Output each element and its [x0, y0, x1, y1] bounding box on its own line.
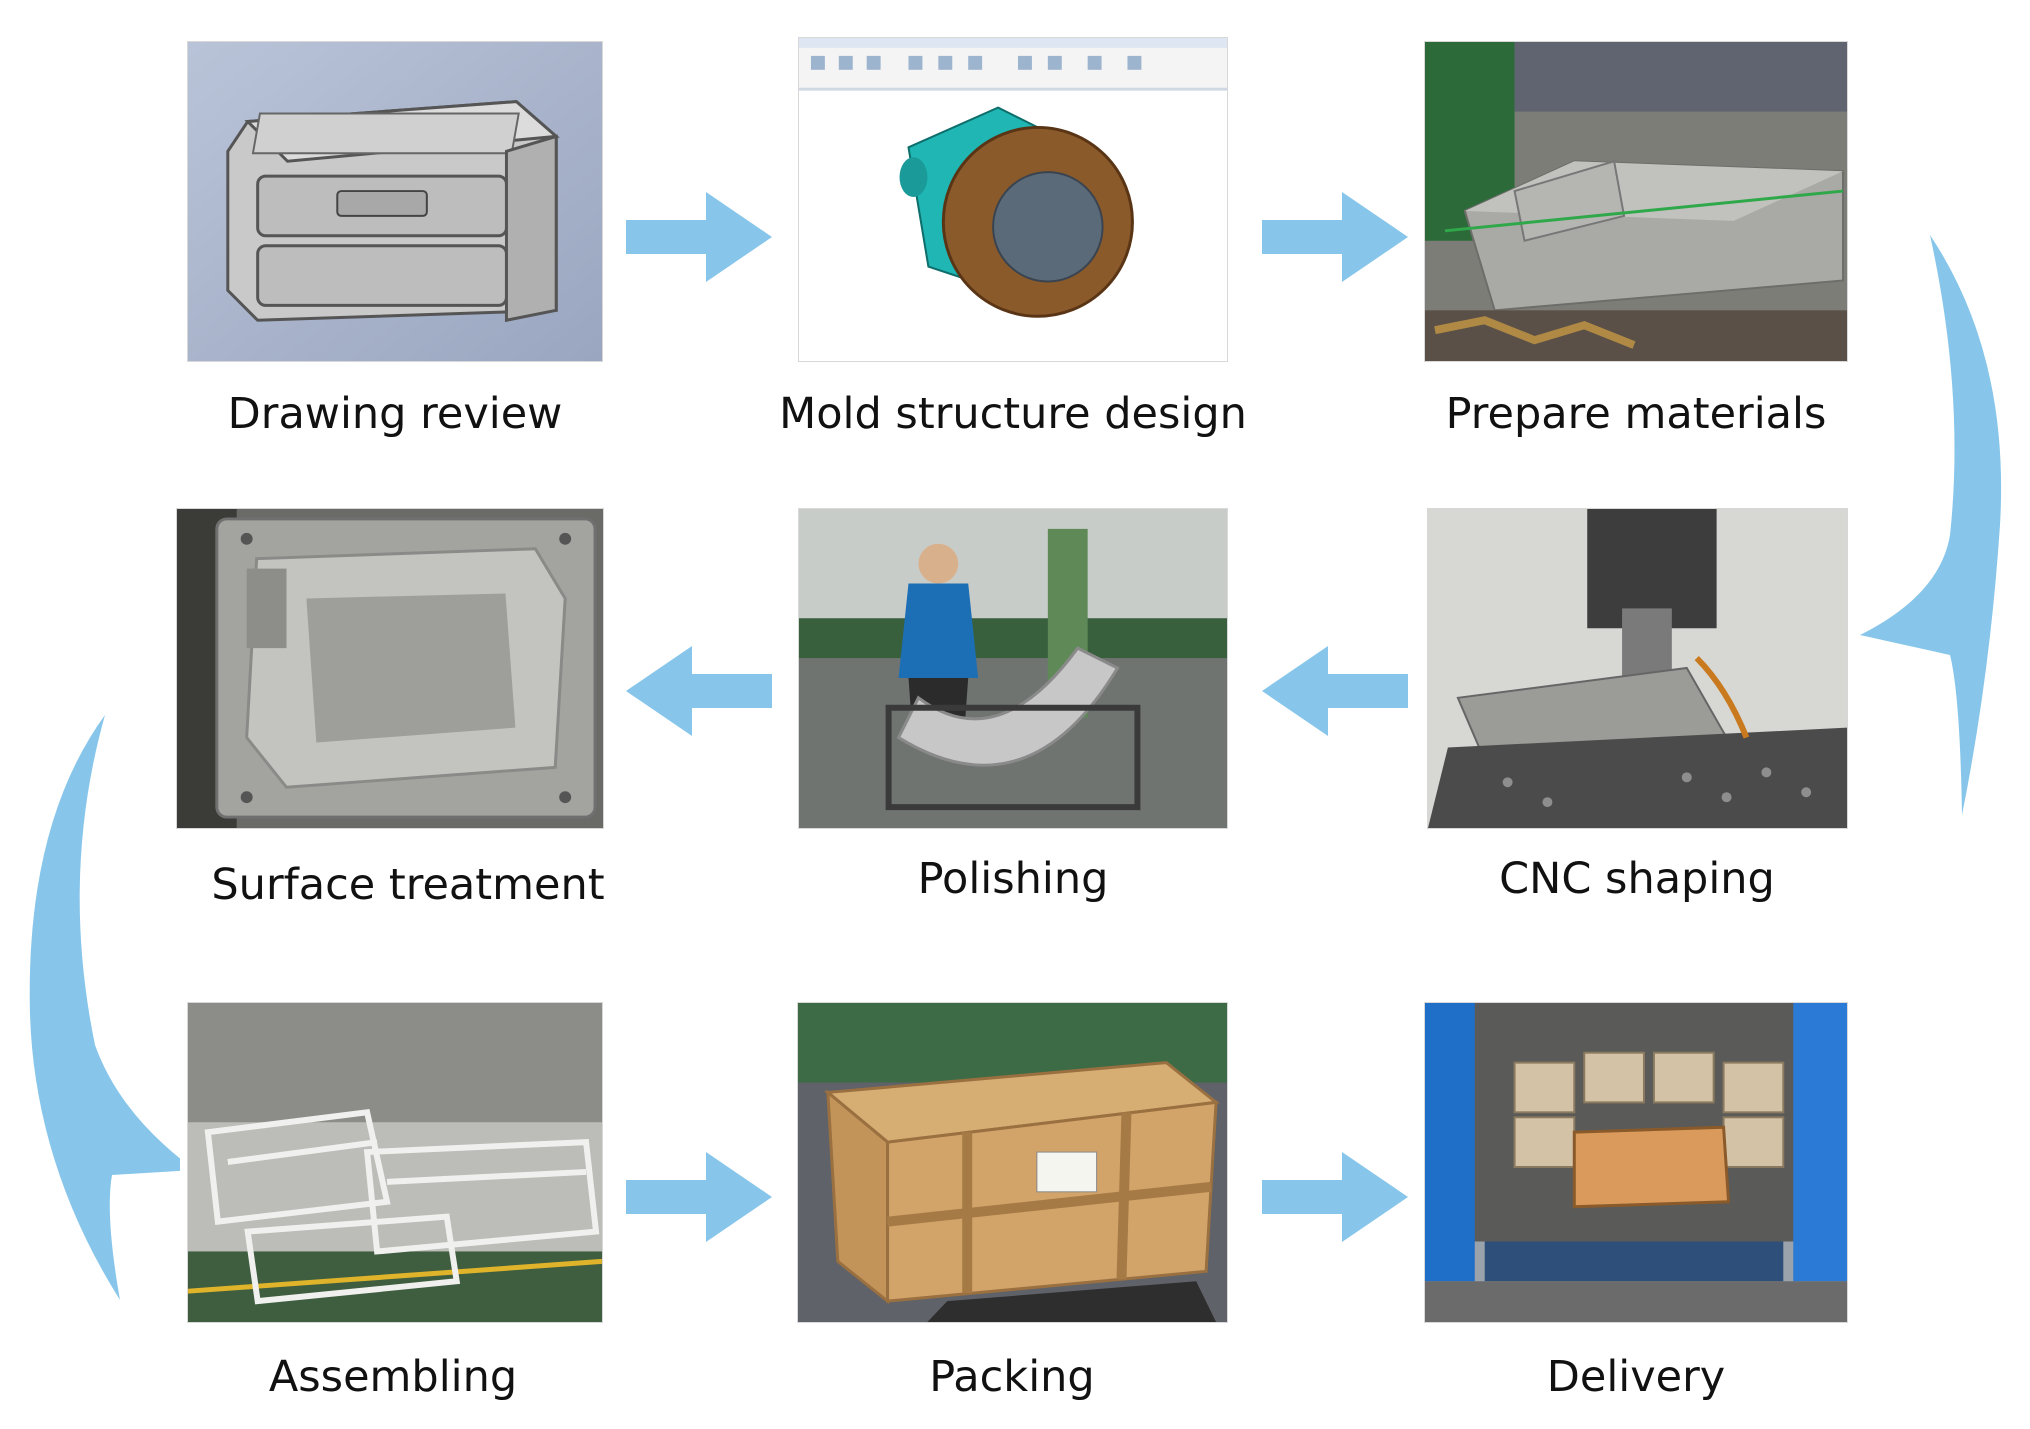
cad-toolbox-icon — [188, 42, 602, 361]
photo-delivery — [1424, 1002, 1848, 1323]
photo-assembling — [187, 1002, 603, 1323]
wooden-crate-icon — [798, 1003, 1227, 1322]
step-label-mold-structure-design: Mold structure design — [779, 389, 1247, 439]
mold-cavity-icon — [177, 509, 603, 828]
step-label-prepare-materials: Prepare materials — [1445, 389, 1827, 439]
photo-packing — [797, 1002, 1228, 1323]
photo-polishing — [798, 508, 1228, 829]
step-label-polishing: Polishing — [917, 854, 1109, 904]
step-label-assembling: Assembling — [268, 1352, 518, 1402]
cnc-machine-icon — [1428, 509, 1847, 828]
curved-arrow-down-left-icon — [1860, 235, 2002, 815]
photo-prepare-materials — [1424, 41, 1848, 362]
step-label-surface-treatment: Surface treatment — [211, 860, 605, 910]
steel-block-icon — [1425, 42, 1847, 361]
assembled-molds-icon — [188, 1003, 602, 1322]
arrow-left-icon — [626, 646, 772, 736]
arrow-right-icon — [1262, 192, 1408, 282]
arrow-right-icon — [626, 192, 772, 282]
step-label-packing: Packing — [929, 1352, 1095, 1402]
arrow-right-icon — [626, 1152, 772, 1242]
photo-mold-structure-design — [798, 37, 1228, 362]
curved-arrow-down-right-icon — [29, 715, 180, 1300]
step-label-cnc-shaping: CNC shaping — [1499, 854, 1775, 904]
photo-surface-treatment — [176, 508, 604, 829]
step-label-drawing-review: Drawing review — [227, 389, 563, 439]
arrow-right-icon — [1262, 1152, 1408, 1242]
polishing-worker-icon — [799, 509, 1227, 828]
cad-software-icon — [799, 38, 1227, 361]
step-label-delivery: Delivery — [1546, 1352, 1726, 1402]
photo-drawing-review — [187, 41, 603, 362]
photo-cnc-shaping — [1427, 508, 1848, 829]
arrow-left-icon — [1262, 646, 1408, 736]
delivery-truck-icon — [1425, 1003, 1847, 1322]
